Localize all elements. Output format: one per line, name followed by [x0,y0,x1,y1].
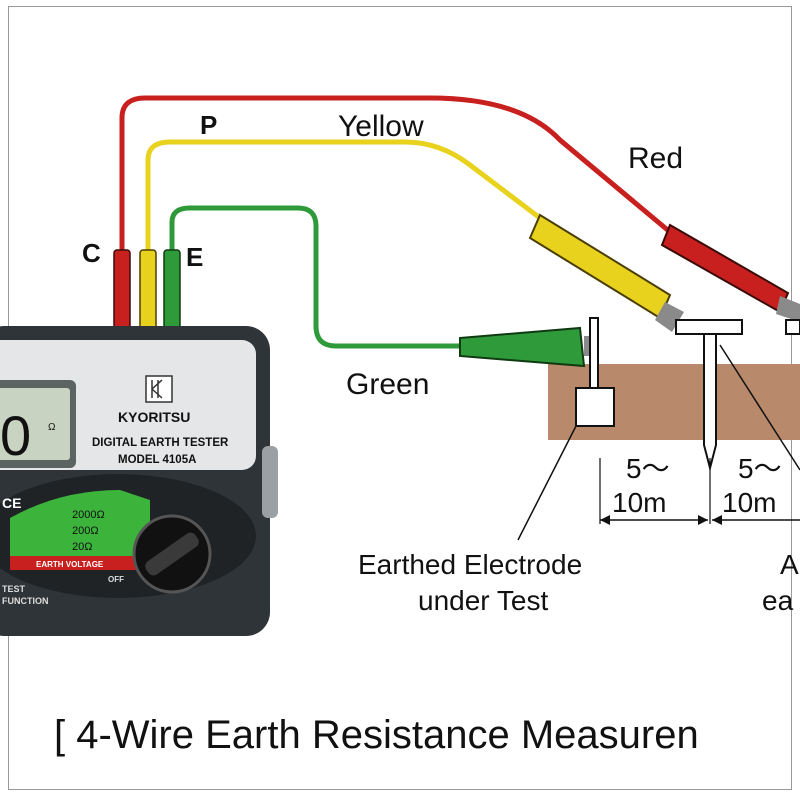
tester-side-grip [262,446,278,518]
display-value: 0 [0,404,31,467]
tester-range-area [10,490,150,570]
function-label: FUNCTION [2,596,49,606]
red-clip-tip [776,296,800,322]
terminal-p-label: P [200,110,217,140]
yellow-wire [145,139,542,270]
range-2000: 2000Ω [72,509,105,521]
leader-line-electrode [517,425,577,541]
terminal-c-label: C [82,238,101,268]
red-wire-label: Red [628,142,683,175]
green-clip [459,326,586,368]
plug-e [163,249,181,331]
range-20: 20Ω [72,541,92,553]
kyoritsu-logo-mark [151,379,163,399]
aux-electrode-line2: ea [762,585,794,616]
electrode-under-test-line1: Earthed Electrode [358,549,582,580]
green-wire [169,205,470,349]
tester-brand: KYORITSU [118,409,190,425]
range-200: 200Ω [72,525,99,537]
earth-voltage-label: EARTH VOLTAGE [36,560,104,569]
range-dial-knob[interactable] [143,530,201,578]
yellow-clip-tip [655,302,684,332]
aux-electrode-line1: A [780,549,799,580]
electrode-rod [589,317,599,391]
plug-p [139,249,157,331]
spacing-2-bottom: 10m [722,487,776,518]
spacing-2-top: 5～ [738,453,782,484]
dim-arrow-2 [712,515,722,525]
aux-spike-c-head [785,319,800,335]
leader-line-aux [719,344,800,471]
earth-voltage-band [10,556,144,570]
tester-display [0,388,70,460]
yellow-clip [528,213,672,320]
aux-spike-p-head [675,319,743,335]
red-wire [119,95,672,270]
green-wire-label: Green [346,368,429,401]
kyoritsu-logo [145,375,173,403]
tester-model: MODEL 4105A [118,454,196,466]
ce-mark: CE [2,495,21,511]
yellow-wire-label: Yellow [338,110,424,143]
red-clip [660,223,790,314]
tester-product: DIGITAL EARTH TESTER [92,437,229,449]
spacing-1-top: 5～ [626,453,670,484]
electrode-plate [575,387,615,427]
plug-c [113,249,131,331]
terminal-e-label: E [186,242,203,272]
electrode-under-test-line2: under Test [418,585,548,616]
off-label: OFF [108,575,124,584]
test-label: TEST [2,584,26,594]
diagram-caption: [ 4-Wire Earth Resistance Measuren [54,713,699,757]
aux-spike-p [703,333,717,472]
display-unit: Ω [48,422,56,433]
spacing-1-bottom: 10m [612,487,666,518]
